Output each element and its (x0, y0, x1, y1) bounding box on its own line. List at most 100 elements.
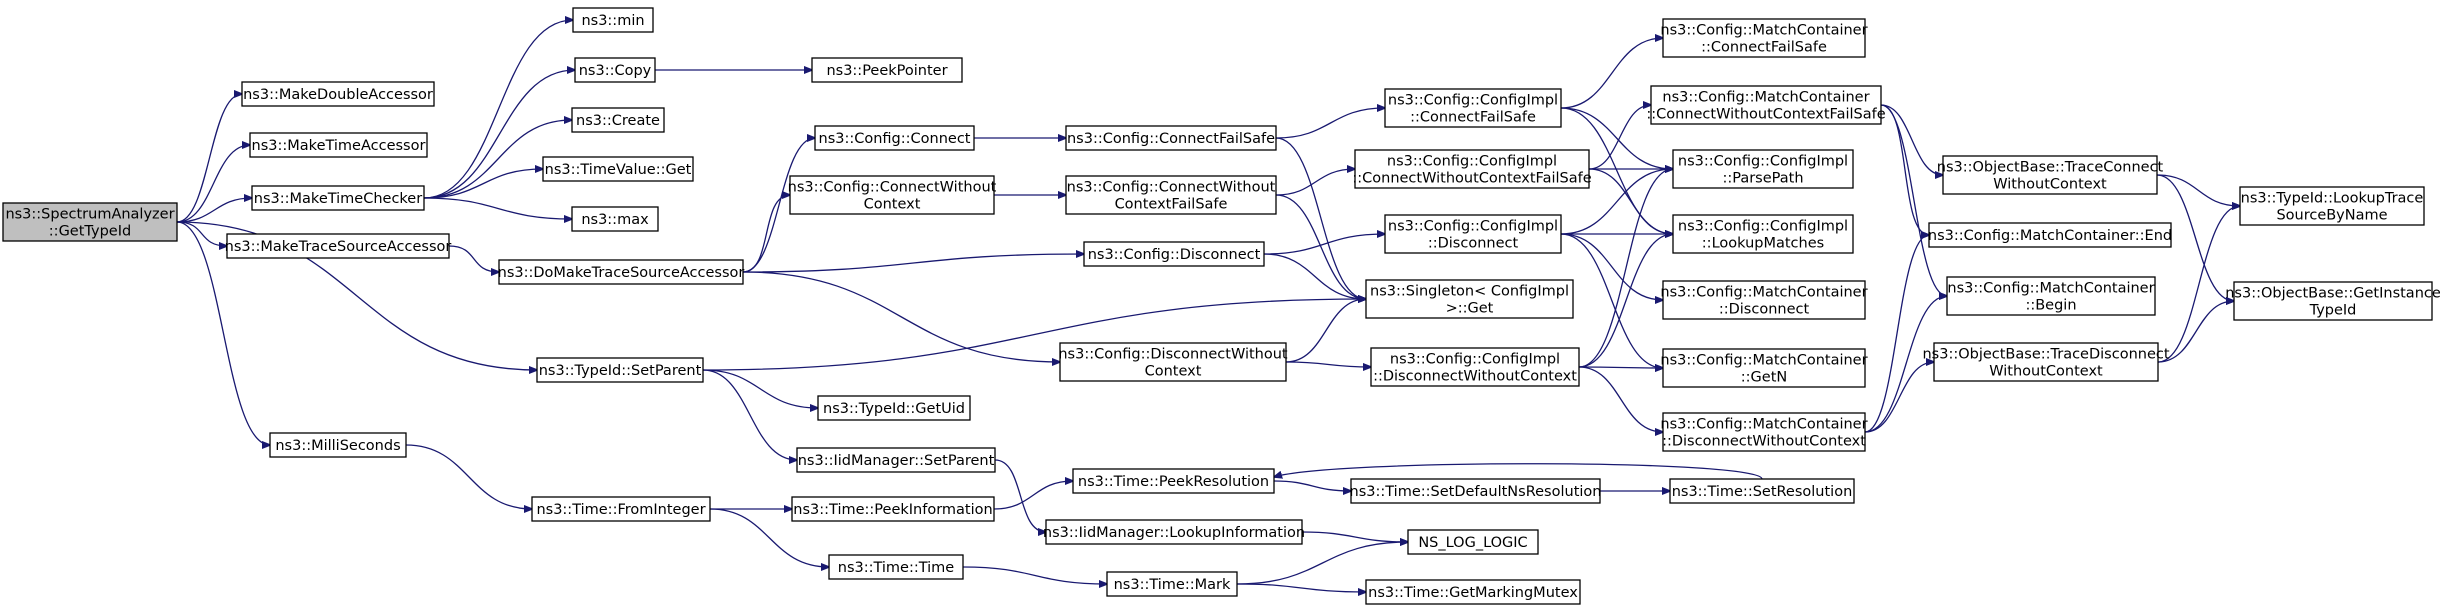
graph-node-do-make-trace[interactable]: ns3::DoMakeTraceSourceAccessor (498, 259, 745, 285)
graph-node-lookup-matches[interactable]: ns3::Config::ConfigImpl::LookupMatches (1672, 214, 1854, 254)
graph-node-time-time[interactable]: ns3::Time::Time (828, 554, 964, 580)
node-label: ns3::PeekPointer (826, 63, 947, 79)
edge-typeIdSetParent-to-getUid (702, 369, 818, 408)
node-label: ns3::Time::PeekResolution (1078, 474, 1269, 490)
graph-node-peek-resolution[interactable]: ns3::Time::PeekResolution (1072, 468, 1275, 494)
node-box (811, 57, 963, 83)
graph-node-type-id-set-parent[interactable]: ns3::TypeId::SetParent (536, 357, 704, 383)
node-box (828, 554, 964, 580)
node-label: ns3::Config::MatchContainer (1660, 23, 1867, 39)
graph-node-singleton-get[interactable]: ns3::Singleton< ConfigImpl >::Get (1365, 279, 1574, 319)
edge-implDisconnectWithout-to-mcDisconnectWithout (1578, 366, 1663, 432)
node-label: ::DisconnectWithoutContext (1662, 434, 1866, 450)
node-label: Context (1145, 364, 1202, 380)
graph-node-milli-seconds[interactable]: ns3::MilliSeconds (269, 432, 407, 458)
node-label: ns3::TimeValue::Get (545, 162, 692, 178)
graph-node-mc-connect-fail-safe[interactable]: ns3::Config::MatchContainer::ConnectFail… (1660, 18, 1868, 58)
node-box (1350, 478, 1601, 504)
node-box (1365, 579, 1581, 605)
node-label: ns3::Config::MatchContainer::End (1928, 228, 2172, 244)
node-label: ns3::Config::MatchContainer (1662, 90, 1869, 106)
edge-makeTimeChecker-to-copy (423, 70, 575, 199)
graph-node-cfg-connect-fail-safe[interactable]: ns3::Config::ConnectFailSafe (1065, 125, 1277, 151)
edge-cfgDisconnect-to-implDisconnect (1263, 234, 1385, 255)
node-label: Context (864, 197, 921, 213)
edge-makeTraceSrc-to-doMakeTrace (448, 245, 499, 272)
edge-timeFromInteger-to-timeTime (709, 508, 829, 567)
graph-node-time-from-integer[interactable]: ns3::Time::FromInteger (531, 496, 711, 522)
node-box (1407, 529, 1539, 555)
node-box (249, 132, 428, 158)
graph-node-cfg-connect-without-f-s[interactable]: ns3::Config::ConnectWithoutContextFailSa… (1065, 175, 1277, 215)
graph-node-ob-trace-connect-without[interactable]: ns3::ObjectBase::TraceConnectWithoutCont… (1937, 155, 2164, 195)
graph-node-mc-get-n[interactable]: ns3::Config::MatchContainer::GetN (1660, 348, 1868, 388)
graph-node-create[interactable]: ns3::Create (571, 107, 665, 133)
node-box (789, 175, 995, 215)
node-box (1065, 175, 1277, 215)
graph-node-impl-connect-fail-safe[interactable]: ns3::Config::ConfigImpl::ConnectFailSafe (1384, 88, 1562, 128)
graph-node-make-trace-src[interactable]: ns3::MakeTraceSourceAccessor (225, 233, 452, 259)
node-label: TypeId (2309, 303, 2357, 319)
node-box (1672, 214, 1854, 254)
graph-node-parse-path[interactable]: ns3::Config::ConfigImpl::ParsePath (1672, 149, 1854, 189)
node-box (536, 357, 704, 383)
graph-node-impl-disconnect-without[interactable]: ns3::Config::ConfigImpl::DisconnectWitho… (1370, 347, 1580, 387)
edge-timeTime-to-timeMark (962, 566, 1107, 584)
graph-node-peek-pointer[interactable]: ns3::PeekPointer (811, 57, 963, 83)
graph-node-cfg-disconnect-without[interactable]: ns3::Config::DisconnectWithoutContext (1058, 342, 1288, 382)
graph-node-mc-connect-without-f-s[interactable]: ns3::Config::MatchContainer::ConnectWith… (1646, 85, 1886, 125)
edge-root-to-typeIdSetParent (176, 221, 537, 370)
graph-node-mc-disconnect-without[interactable]: ns3::Config::MatchContainer::DisconnectW… (1660, 412, 1868, 452)
edge-cfgDisconnectWithout-to-singletonGet (1285, 299, 1366, 363)
node-label: ContextFailSafe (1115, 197, 1228, 213)
graph-node-ob-trace-disconnect-without[interactable]: ns3::ObjectBase::TraceDisconnectWithoutC… (1922, 342, 2170, 382)
graph-node-time-value-get[interactable]: ns3::TimeValue::Get (542, 156, 694, 182)
node-box (241, 81, 435, 107)
node-label: ns3::Time::Time (838, 560, 955, 576)
node-label: ns3::Time::GetMarkingMutex (1368, 585, 1578, 601)
graph-node-make-double[interactable]: ns3::MakeDoubleAccessor (241, 81, 435, 107)
node-label: ns3::Config::Disconnect (1088, 247, 1261, 263)
edge-implDisconnect-to-mcDisconnect (1560, 233, 1663, 300)
graph-node-time-mark[interactable]: ns3::Time::Mark (1106, 571, 1238, 597)
edge-makeTimeChecker-to-min (423, 20, 573, 199)
edge-cfgDisconnect-to-singletonGet (1263, 253, 1366, 299)
graph-node-copy[interactable]: ns3::Copy (574, 57, 656, 83)
graph-node-lookup-information[interactable]: ns3::IidManager::LookupInformation (1043, 519, 1305, 545)
graph-node-iid-set-parent[interactable]: ns3::IidManager::SetParent (796, 447, 996, 473)
graph-node-impl-disconnect[interactable]: ns3::Config::ConfigImpl::Disconnect (1384, 214, 1562, 254)
node-label: ns3::Config::ConfigImpl (1390, 352, 1560, 368)
node-box (2239, 186, 2425, 226)
graph-node-get-marking-mutex[interactable]: ns3::Time::GetMarkingMutex (1365, 579, 1581, 605)
graph-node-mc-end[interactable]: ns3::Config::MatchContainer::End (1928, 222, 2172, 248)
graph-node-mc-begin[interactable]: ns3::Config::MatchContainer::Begin (1946, 276, 2156, 316)
graph-node-get-uid[interactable]: ns3::TypeId::GetUid (817, 395, 971, 421)
graph-node-impl-connect-without-f-s[interactable]: ns3::Config::ConfigImpl::ConnectWithoutC… (1352, 149, 1592, 189)
edge-timeMark-to-getMarkingMutex (1236, 583, 1366, 592)
graph-node-set-resolution[interactable]: ns3::Time::SetResolution (1669, 478, 1855, 504)
graph-node-cfg-connect-without[interactable]: ns3::Config::ConnectWithoutContext (788, 175, 997, 215)
graph-node-cfg-connect[interactable]: ns3::Config::Connect (814, 125, 975, 151)
graph-node-set-default-ns-res[interactable]: ns3::Time::SetDefaultNsResolution (1350, 478, 1602, 504)
node-box (571, 206, 659, 232)
graph-node-mc-disconnect[interactable]: ns3::Config::MatchContainer::Disconnect (1660, 280, 1868, 320)
node-label: ns3::Config::DisconnectWithout (1058, 347, 1288, 363)
node-box (1083, 241, 1265, 267)
graph-node-min[interactable]: ns3::min (572, 7, 654, 33)
graph-node-root[interactable]: ns3::SpectrumAnalyzer::GetTypeId (2, 202, 178, 242)
graph-node-peek-information[interactable]: ns3::Time::PeekInformation (791, 496, 995, 522)
node-label: ns3::Copy (579, 63, 652, 79)
node-label: ns3::Config::ConfigImpl (1387, 154, 1557, 170)
edge-root-to-milliSeconds (176, 221, 270, 445)
edge-layer (176, 20, 2240, 592)
graph-node-cfg-disconnect[interactable]: ns3::Config::Disconnect (1083, 241, 1265, 267)
node-box (1933, 342, 2159, 382)
graph-node-max[interactable]: ns3::max (571, 206, 659, 232)
edge-cfgDisconnectWithout-to-implDisconnectWithout (1285, 361, 1371, 367)
graph-node-ns-log-logic[interactable]: NS_LOG_LOGIC (1407, 529, 1539, 555)
node-label: ns3::Time::PeekInformation (793, 502, 992, 518)
graph-node-make-time-checker[interactable]: ns3::MakeTimeChecker (251, 185, 425, 211)
graph-node-make-time-acc[interactable]: ns3::MakeTimeAccessor (249, 132, 428, 158)
